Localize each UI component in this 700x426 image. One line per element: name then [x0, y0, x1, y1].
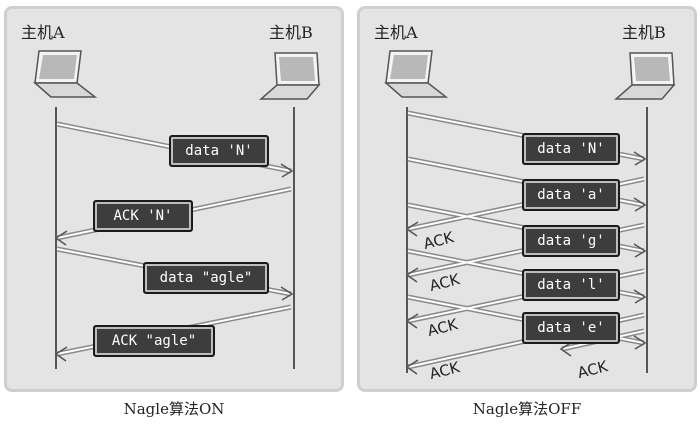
- nagle-on-panel: 主机A 主机B data 'N' ACK ': [4, 6, 344, 392]
- packet-label: ACK "agle": [93, 325, 215, 357]
- host-b-label: 主机B: [622, 23, 666, 42]
- packet-label: data "agle": [143, 262, 269, 294]
- host-a-timeline: [406, 107, 408, 373]
- packet-label: data 'a': [522, 179, 620, 211]
- host-a-label: 主机A: [374, 23, 418, 42]
- host-b-timeline: [293, 107, 295, 369]
- nagle-off-panel: 主机A 主机B: [357, 6, 697, 392]
- packet-label: data 'g': [522, 225, 620, 257]
- packet-label: data 'l': [522, 269, 620, 301]
- packet-label: data 'N': [169, 135, 269, 167]
- packet-label: ACK 'N': [93, 200, 193, 232]
- packet-label: data 'e': [522, 312, 620, 344]
- host-b-label: 主机B: [269, 23, 313, 42]
- laptop-icon: [33, 50, 98, 98]
- host-a-label: 主机A: [21, 23, 65, 42]
- laptop-icon: [259, 52, 321, 100]
- host-b-timeline: [646, 107, 648, 373]
- nagle-on-caption: Nagle算法ON: [123, 400, 225, 418]
- laptop-icon: [384, 50, 449, 98]
- packet-label: data 'N': [522, 133, 620, 165]
- nagle-off-caption: Nagle算法OFF: [472, 400, 582, 418]
- laptop-icon: [614, 52, 676, 100]
